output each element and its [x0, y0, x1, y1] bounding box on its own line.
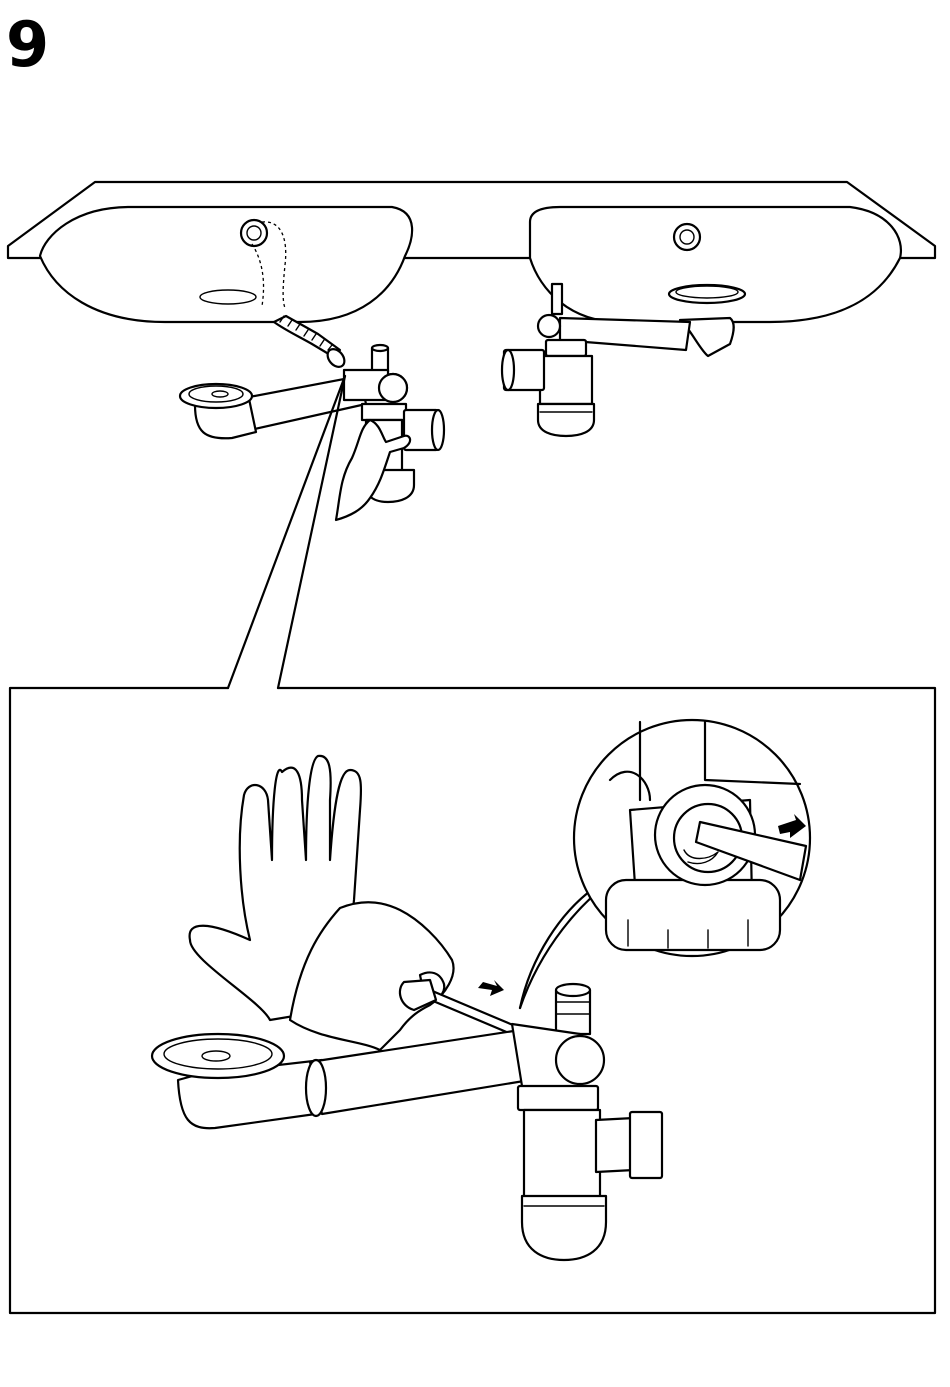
screwdriver-icon [426, 990, 520, 1036]
magnifier-detail [574, 720, 810, 956]
right-overflow-icon [674, 224, 700, 250]
detail-siphon-icon [152, 984, 662, 1260]
left-overflow-icon [241, 220, 267, 246]
right-basin [530, 207, 901, 322]
left-basin [40, 207, 412, 322]
right-drain-icon [669, 285, 745, 303]
left-siphon-icon [180, 345, 444, 502]
vanity-top [8, 182, 935, 322]
overflow-hose-icon [274, 316, 348, 370]
push-arrow-icon [478, 980, 504, 996]
left-drain-hole-icon [200, 290, 256, 304]
